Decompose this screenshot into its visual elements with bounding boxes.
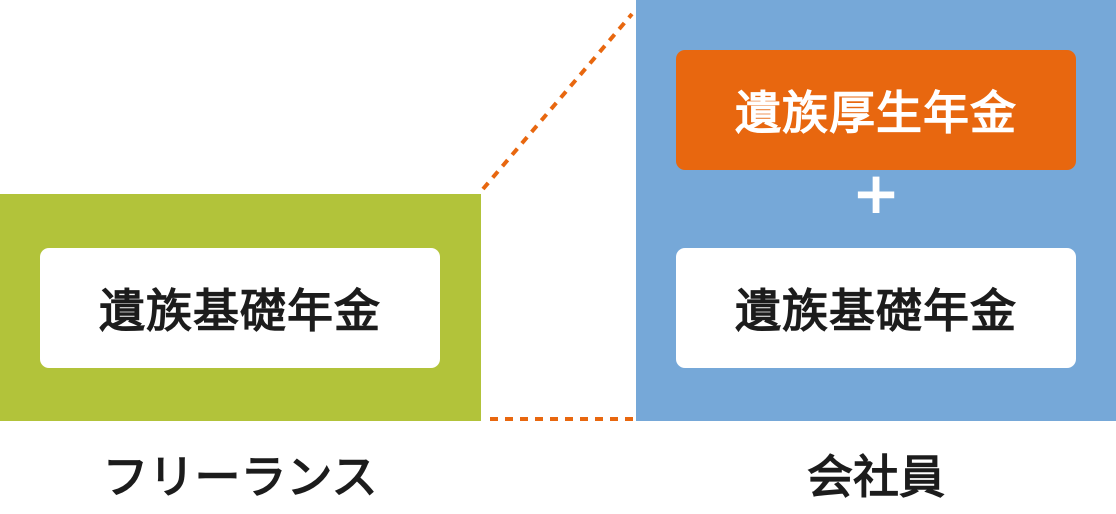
freelance-label: フリーランス	[102, 450, 378, 504]
employee-label: 会社員	[807, 450, 945, 504]
freelance-panel: 遺族基礎年金	[0, 194, 481, 421]
employee-basic-survivor-pension-box: 遺族基礎年金	[676, 248, 1076, 368]
employee-survivor-employee-pension-box: 遺族厚生年金	[676, 50, 1076, 170]
employee-panel: 遺族厚生年金 + 遺族基礎年金	[636, 0, 1116, 421]
connector-upper-line	[481, 12, 634, 191]
freelance-basic-survivor-pension-box: 遺族基礎年金	[40, 248, 440, 368]
plus-icon: +	[851, 159, 901, 227]
